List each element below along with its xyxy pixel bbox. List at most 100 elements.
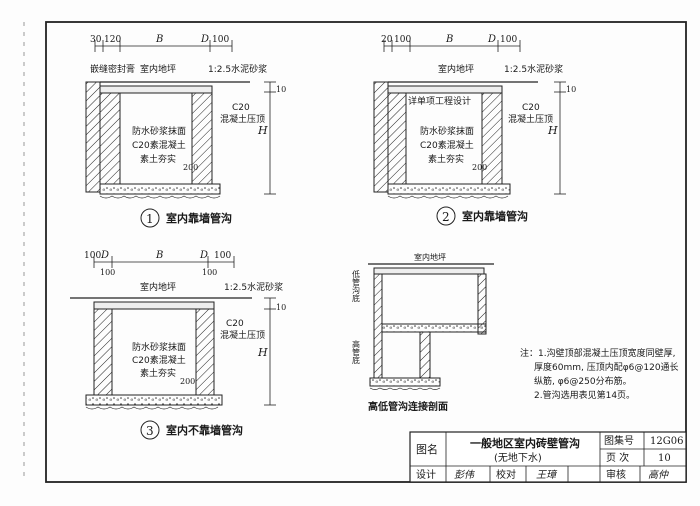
- label-c20-plain: C20素混凝土: [132, 139, 186, 151]
- dim-120: 120: [104, 35, 121, 45]
- detail-number: 2: [442, 210, 450, 224]
- high-trench-base: [381, 323, 487, 333]
- base-slab: [85, 394, 223, 406]
- dim-100d: 100: [202, 268, 217, 277]
- label-low-trench-bottom: 低管沟底: [352, 269, 361, 303]
- signature-review: 高仲: [648, 469, 669, 481]
- compacted-soil: [99, 195, 221, 199]
- label-c20-plain: C20素混凝土: [420, 139, 474, 151]
- dim-200: 200: [180, 377, 195, 386]
- detail-1: 30 120 B D 100 H 10 嵌缝密封膏 室内地坪 1:2.5水泥砂浆…: [85, 34, 286, 228]
- label-waterproof: 防水砂浆抹面: [132, 125, 186, 137]
- dim-30: 30: [90, 35, 102, 45]
- compacted-soil: [387, 195, 509, 199]
- compacted-soil: [85, 406, 219, 410]
- dim-h: H: [257, 346, 268, 359]
- left-wall: [373, 273, 383, 379]
- dim-d: D: [200, 34, 209, 45]
- base-slab: [99, 183, 221, 195]
- label-waterproof: 防水砂浆抹面: [420, 125, 474, 137]
- label-check: 校对: [496, 468, 516, 481]
- signature-design: 彭伟: [454, 469, 475, 481]
- label-detail-design: 详单项工程设计: [408, 95, 471, 107]
- dim-d: D: [487, 34, 496, 45]
- note-1b: 厚度60mm, 压顶内配φ6@120通长: [534, 361, 679, 373]
- label-soil: 素土夯实: [140, 367, 176, 379]
- dim-100a: 100: [84, 251, 101, 261]
- label-seal: 嵌缝密封膏: [90, 63, 135, 75]
- label-review: 审核: [606, 468, 626, 481]
- label-cover: 混凝土压顶: [508, 113, 553, 125]
- top-cover: [373, 267, 485, 275]
- note-1c: 纵筋, φ6@250分布筋。: [534, 375, 632, 387]
- label-floor: 室内地坪: [414, 252, 446, 262]
- note-2: 2.管沟选用表见第14页。: [534, 389, 635, 401]
- detail-4: 室内地坪 低管沟底 高管底 高低管沟连接剖面: [352, 252, 494, 413]
- existing-wall: [373, 81, 389, 193]
- dim-10: 10: [566, 85, 576, 94]
- label-mortar: 1:2.5水泥砂浆: [208, 63, 267, 75]
- detail-2: 20 100 B D 100 H 10 室内地坪 1:2.5水泥砂浆 详单项工程…: [373, 34, 576, 226]
- dim-b: B: [155, 250, 163, 261]
- base-slab: [387, 183, 511, 195]
- note-1a: 注：1.沟壁顶部混凝土压顶宽度同壁厚,: [520, 347, 675, 359]
- label-atlas-no: 图集号: [604, 434, 634, 447]
- detail-number-circle: [436, 206, 456, 226]
- label-design: 设计: [416, 468, 436, 481]
- detail-caption: 室内靠墙管沟: [166, 211, 232, 225]
- dim-200: 200: [183, 163, 198, 172]
- label-mortar: 1:2.5水泥砂浆: [504, 63, 563, 75]
- label-soil: 素土夯实: [428, 153, 464, 165]
- label-cover: 混凝土压顶: [220, 113, 265, 125]
- detail-caption: 高低管沟连接剖面: [368, 400, 448, 413]
- label-c20: C20: [232, 103, 250, 113]
- dim-b: B: [155, 34, 163, 45]
- dim-10: 10: [276, 85, 286, 94]
- label-high-bottom: 高管底: [352, 339, 361, 365]
- left-brick-wall: [387, 91, 407, 185]
- label-drawing-name: 图名: [416, 442, 438, 456]
- dim-20: 20: [381, 35, 393, 45]
- title-block: 图名 一般地区室内砖壁管沟 (无地下水) 图集号 12G06 页 次 10 设计…: [409, 431, 687, 483]
- left-brick-wall: [99, 91, 121, 185]
- existing-wall: [85, 81, 101, 193]
- cover-slab: [93, 301, 215, 310]
- signature-check: 王璋: [536, 469, 558, 481]
- detail-caption: 室内靠墙管沟: [462, 209, 528, 223]
- sheet-frame: [45, 21, 687, 483]
- label-floor: 室内地坪: [140, 281, 176, 293]
- label-floor: 室内地坪: [438, 63, 474, 75]
- dim-d: D: [100, 250, 109, 261]
- page-no: 10: [658, 453, 671, 464]
- dim-100c: 100: [100, 268, 115, 277]
- compacted-soil: [369, 387, 441, 390]
- label-waterproof: 防水砂浆抹面: [132, 341, 186, 353]
- dim-100a: 100: [394, 35, 411, 45]
- drawing-title-line1: 一般地区室内砖壁管沟: [470, 436, 580, 450]
- detail-caption: 室内不靠墙管沟: [166, 423, 243, 437]
- cover-slab: [99, 85, 213, 94]
- dim-100: 100: [212, 35, 229, 45]
- label-page: 页 次: [606, 451, 629, 464]
- detail-number: 3: [146, 424, 154, 438]
- dim-200: 200: [472, 163, 487, 172]
- low-trench-base: [369, 377, 441, 387]
- detail-number-circle: [140, 420, 160, 440]
- right-brick-wall: [195, 308, 215, 396]
- dim-100b: 100: [214, 251, 231, 261]
- notes: 注：1.沟壁顶部混凝土压顶宽度同壁厚, 厚度60mm, 压顶内配φ6@120通长…: [520, 347, 679, 401]
- label-c20-plain: C20素混凝土: [132, 354, 186, 366]
- dim-10: 10: [276, 303, 286, 312]
- atlas-no: 12G06: [650, 436, 683, 447]
- label-c20: C20: [522, 103, 540, 113]
- drawing-title-line2: (无地下水): [494, 451, 542, 464]
- detail-number-circle: [140, 208, 160, 228]
- label-mortar: 1:2.5水泥砂浆: [224, 281, 283, 293]
- cover-slab: [387, 85, 503, 94]
- dim-d2: D: [199, 250, 208, 261]
- detail-3: 100 D B D 100 100 100 H 10 室内地坪 1:2.5水泥砂…: [70, 250, 286, 440]
- detail-number: 1: [146, 212, 154, 226]
- dim-b: B: [445, 34, 453, 45]
